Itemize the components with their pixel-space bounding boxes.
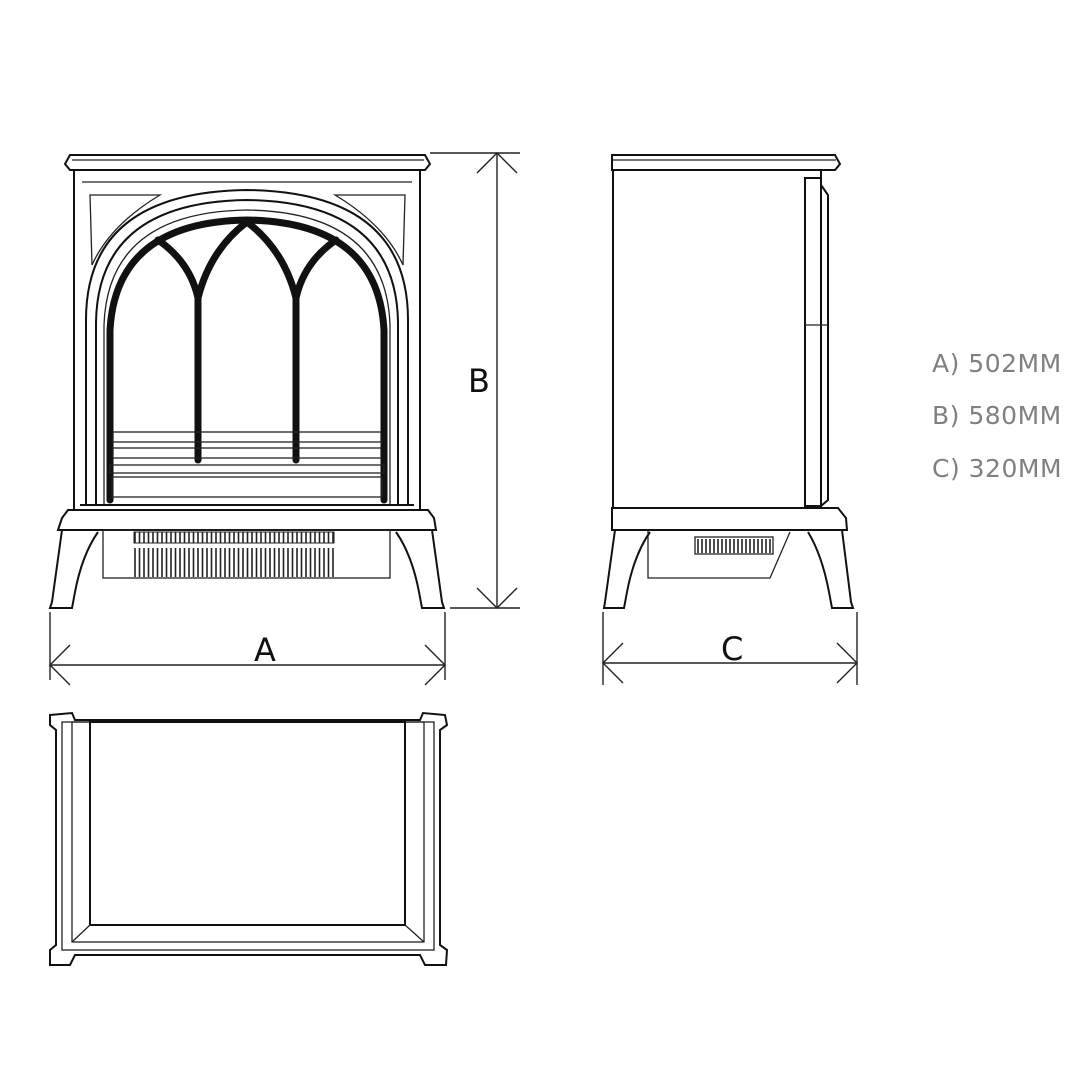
dimension-specs: A) 502MM B) 580MM C) 320MM — [932, 349, 1062, 483]
spec-a: A) 502MM — [932, 349, 1062, 378]
side-view — [602, 154, 855, 609]
dimension-a: A — [49, 612, 446, 686]
dimension-c-label: C — [721, 630, 743, 668]
front-vent-grille — [133, 531, 335, 577]
spec-b: B) 580MM — [932, 401, 1062, 430]
front-view — [48, 154, 446, 609]
side-vent-grille — [697, 539, 771, 553]
spec-c: C) 320MM — [932, 454, 1062, 483]
dimension-b-label: B — [468, 362, 490, 400]
dimension-a-label: A — [254, 631, 276, 669]
dimension-c: C — [602, 612, 858, 685]
top-view — [49, 711, 449, 966]
dimension-b: B — [430, 152, 520, 609]
vent-frame — [133, 531, 335, 544]
